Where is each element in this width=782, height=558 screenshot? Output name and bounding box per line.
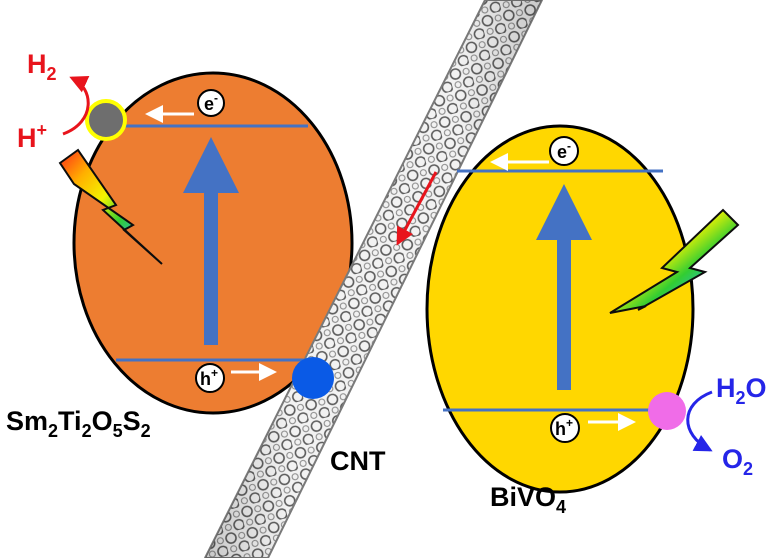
sm2ti2o5s2-label: Sm2Ti2O5S2 [6, 406, 151, 441]
oxidation-curved-arrow [686, 390, 713, 452]
reduction-curved-arrow [62, 76, 90, 136]
cnt-shading [205, 0, 542, 558]
h2o-reactant-label: H2O [716, 373, 767, 408]
reduction-reaction: H2 H+ [17, 49, 90, 153]
right-particle: e- h+ [425, 124, 695, 494]
left-hole-badge [195, 363, 225, 393]
h-plus-reactant-label: H+ [17, 120, 47, 153]
left-hole-label: h+ [200, 366, 218, 389]
h2-product-label: H2 [27, 49, 57, 84]
left-electron-label: e- [204, 91, 218, 114]
right-oxidation-cocatalyst [648, 392, 686, 430]
right-electron-badge [549, 136, 579, 166]
light-lightning-icon [609, 208, 740, 314]
left-electron-badge [197, 89, 225, 117]
left-hole-cocatalyst [292, 357, 334, 399]
left-particle: e- h+ [72, 71, 354, 415]
light-lightning-icon [58, 148, 163, 265]
bivo4-label: BiVO4 [490, 482, 566, 517]
o2-product-label: O2 [722, 444, 753, 479]
left-reduction-cocatalyst [85, 99, 127, 141]
right-hole-label: h+ [555, 416, 573, 439]
right-hole-badge [550, 413, 580, 443]
electron-transfer-arrow [396, 171, 438, 246]
cnt-label: CNT [330, 446, 386, 476]
oxidation-reaction: H2O O2 [686, 373, 767, 479]
right-electron-label: e- [557, 139, 571, 162]
